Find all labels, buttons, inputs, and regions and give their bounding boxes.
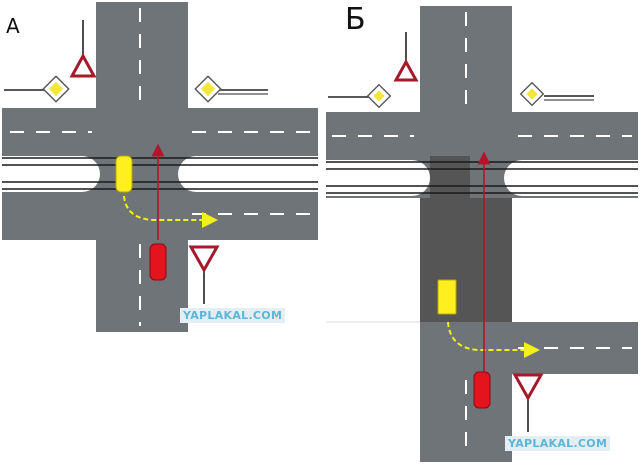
yellow-car-path-b (447, 321, 540, 358)
yellow-car-path-a (123, 195, 218, 228)
watermark-a: YAPLAKAL.COM (180, 308, 286, 323)
yield-sign-icon (393, 32, 419, 82)
yellow-car-a (115, 155, 133, 193)
tram-track-icon (326, 161, 638, 194)
lane-markings-a (10, 8, 312, 326)
tram-track-icon (2, 157, 318, 190)
panel-a (2, 2, 318, 332)
yellow-car-b (437, 279, 457, 315)
red-car-a (149, 243, 167, 281)
priority-road-sign-icon (4, 75, 70, 103)
panel-b-label: Б (345, 2, 366, 37)
priority-road-sign-icon (194, 75, 268, 103)
red-car-b (473, 371, 491, 409)
yield-sign-icon (188, 245, 220, 304)
priority-road-sign-icon (328, 83, 392, 109)
panel-b (326, 6, 638, 462)
yield-sign-icon (69, 20, 97, 78)
tram-median-right-b (504, 160, 638, 196)
tram-median-right (178, 156, 318, 192)
closed-road-segment (420, 198, 512, 322)
priority-road-sign-icon (519, 81, 594, 107)
watermark-b: YAPLAKAL.COM (505, 436, 611, 451)
lane-markings-b (332, 12, 632, 456)
yield-sign-icon (512, 373, 544, 432)
panel-a-label: А (6, 14, 20, 38)
